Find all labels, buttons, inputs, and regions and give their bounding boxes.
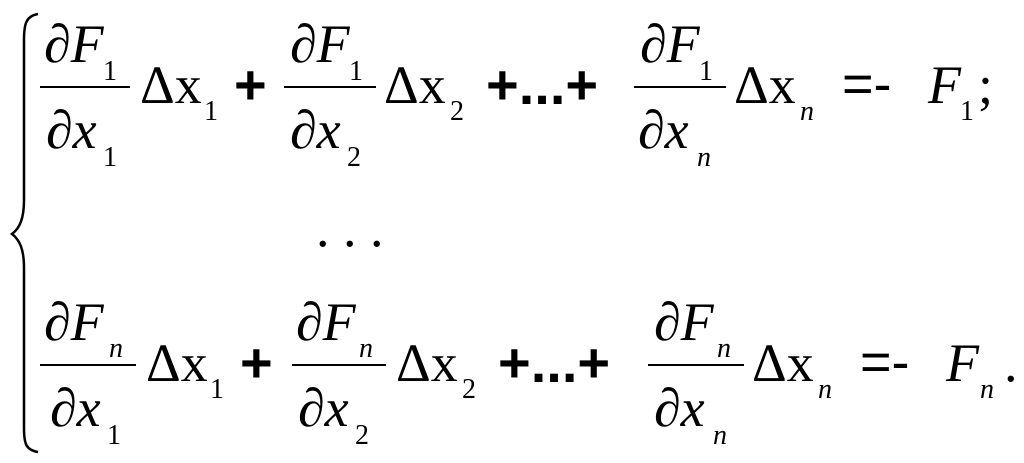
row2-ellipsis: +...+: [498, 331, 610, 394]
row1-t1-num: ∂F: [44, 14, 105, 74]
row1-term2-fraction: ∂F 1 ∂x 2: [284, 14, 376, 173]
left-brace: [9, 12, 39, 454]
row1-t1-delta: Δx: [140, 55, 202, 115]
row2-term2-fraction: ∂F n ∂x 2: [292, 292, 386, 451]
row2-rhs: F: [945, 333, 980, 393]
row2-term3-fraction: ∂F n ∂x n: [648, 292, 744, 451]
row2-t2-num: ∂F: [296, 292, 357, 352]
row1-t1-delta-sub: 1: [204, 96, 218, 127]
row2-t3-num-sub: n: [717, 333, 731, 364]
row1-t3-num-sub: 1: [699, 56, 713, 87]
row1-t3-den: ∂x: [638, 100, 689, 160]
row1-rhs-sub: 1: [960, 96, 974, 127]
row1-t1-num-sub: 1: [103, 56, 117, 87]
row1-t2-den: ∂x: [290, 100, 341, 160]
row2-terminator: .: [1004, 333, 1018, 393]
equation-row-1: ∂F 1 ∂x 1 Δx 1 + ∂F 1 ∂x 2 Δx 2 +...+ ∂F…: [40, 14, 993, 173]
row1-plus: +: [234, 53, 267, 116]
row2-t1-delta-sub: 1: [210, 374, 224, 405]
row1-t3-num: ∂F: [640, 14, 701, 74]
row2-plus: +: [240, 331, 273, 394]
row2-t2-den: ∂x: [298, 378, 349, 438]
row2-t3-delta: Δx: [752, 333, 814, 393]
row1-t2-delta: Δx: [384, 55, 446, 115]
row2-t1-den: ∂x: [50, 378, 101, 438]
row1-term3-fraction: ∂F 1 ∂x n: [634, 14, 726, 173]
row1-t2-den-sub: 2: [347, 142, 361, 173]
row1-t1-den: ∂x: [46, 100, 97, 160]
row2-term1-fraction: ∂F n ∂x 1: [40, 292, 136, 451]
row1-t2-delta-sub: 2: [450, 96, 464, 127]
row2-rhs-sub: n: [980, 374, 994, 405]
row1-terminator: ;: [978, 55, 993, 115]
row2-t3-den-sub: n: [713, 420, 727, 451]
row2-t2-num-sub: n: [359, 333, 373, 364]
row2-t3-num: ∂F: [654, 292, 715, 352]
row2-t2-delta: Δx: [396, 333, 458, 393]
row2-t2-delta-sub: 2: [462, 374, 476, 405]
row2-t1-num: ∂F: [44, 292, 105, 352]
row2-t1-num-sub: n: [109, 333, 123, 364]
row1-rhs: F: [927, 55, 962, 115]
row2-t2-den-sub: 2: [355, 420, 369, 451]
row2-t3-den: ∂x: [654, 378, 705, 438]
row2-t1-den-sub: 1: [107, 420, 121, 451]
row1-equals: =-: [842, 54, 892, 114]
row1-t2-num-sub: 1: [349, 56, 363, 87]
equation-row-2: ∂F n ∂x 1 Δx 1 + ∂F n ∂x 2 Δx 2 +...+ ∂F…: [40, 292, 1018, 451]
row1-t2-num: ∂F: [290, 14, 351, 74]
row2-equals: =-: [860, 332, 910, 392]
row2-t3-delta-sub: n: [818, 374, 832, 405]
row2-t1-delta: Δx: [146, 333, 208, 393]
row1-t3-delta: Δx: [734, 55, 796, 115]
row1-t3-delta-sub: n: [800, 96, 814, 127]
row1-t3-den-sub: n: [697, 142, 711, 173]
row1-t1-den-sub: 1: [103, 142, 117, 173]
middle-ellipsis: . . .: [316, 198, 384, 258]
row1-ellipsis: +...+: [486, 53, 598, 116]
row1-term1-fraction: ∂F 1 ∂x 1: [40, 14, 130, 173]
